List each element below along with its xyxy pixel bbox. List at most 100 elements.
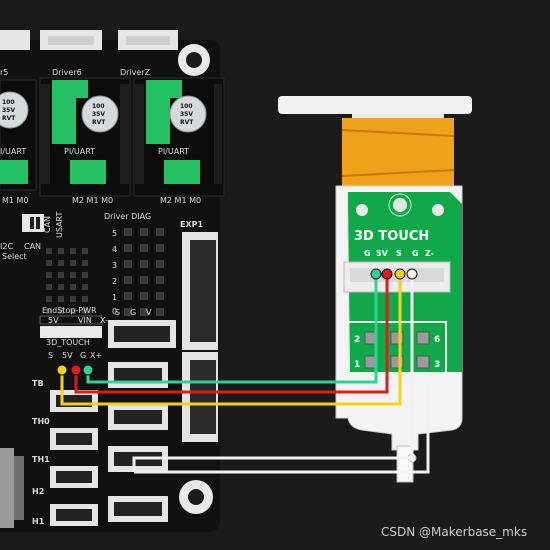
svg-text:RVT: RVT <box>92 119 106 126</box>
spi-uart-label-5: I/UART <box>0 147 26 156</box>
capacitor-mid: 100 35V RVT <box>81 95 119 133</box>
mounting-hole-top <box>178 44 210 76</box>
svg-text:5: 5 <box>112 229 117 238</box>
header-pin <box>70 308 76 314</box>
svg-text:2: 2 <box>112 277 117 286</box>
h2-label: H2 <box>32 487 44 496</box>
pad-number-3: 3 <box>434 360 440 370</box>
touch-pin-s-label: S <box>48 351 53 360</box>
pin-label-left: M1 M0 <box>2 196 29 205</box>
endstop-pwr-label: EndStop-PWR <box>42 306 97 315</box>
diag-pin <box>124 276 132 284</box>
diag-pin <box>156 228 164 236</box>
driver6-label: Driver6 <box>52 68 82 77</box>
endstop-connectors <box>108 320 176 522</box>
diag-pin <box>124 292 132 300</box>
svg-text:RVT: RVT <box>2 115 16 122</box>
diag-pin <box>140 292 148 300</box>
header-pin <box>46 260 52 266</box>
pin-label-right: M2 M1 M0 <box>160 196 201 205</box>
header-pin <box>46 284 52 290</box>
svg-text:3: 3 <box>112 261 117 270</box>
diag-pin <box>156 260 164 268</box>
driver-slot-z <box>133 77 225 197</box>
mode-select-area: I2C CAN Select CAN USART <box>0 211 64 261</box>
wire-white-2 <box>134 380 430 474</box>
mode-usart-label: USART <box>55 211 64 238</box>
capacitor-right: 100 35V RVT <box>169 95 207 133</box>
mode-can-right-label: CAN <box>43 216 52 233</box>
dot-yellow-probe <box>394 268 406 280</box>
h1-label: H1 <box>32 517 45 526</box>
pad-number-6: 6 <box>434 335 440 345</box>
svg-text:4: 4 <box>112 245 117 254</box>
exp1-label: EXP1 <box>180 220 203 229</box>
header-pin <box>46 248 52 254</box>
header-pin <box>58 272 64 278</box>
probe-pin-z: Z- <box>425 249 434 258</box>
driver5-label: r5 <box>0 68 8 77</box>
header-pin <box>46 308 52 314</box>
svg-text:100: 100 <box>92 103 105 110</box>
probe-pin-5v: 5V <box>376 249 389 258</box>
diag-pin <box>156 308 164 316</box>
svg-text:RVT: RVT <box>180 119 194 126</box>
diag-pin <box>124 308 132 316</box>
five-volt-label: 5V <box>48 316 59 325</box>
exp1-connector <box>182 232 218 442</box>
header-pin <box>58 248 64 254</box>
svg-text:100: 100 <box>2 99 15 106</box>
watermark: CSDN @Makerbase_mks <box>381 525 527 539</box>
header-pin <box>58 296 64 302</box>
diag-pin <box>140 228 148 236</box>
header-pin <box>70 272 76 278</box>
header-pin <box>82 248 88 254</box>
header-pin <box>70 284 76 290</box>
touch-pin-g-label: G <box>80 351 86 360</box>
probe-title: 3D TOUCH <box>354 229 429 244</box>
thermistor-connectors <box>50 390 98 526</box>
select-label: Select <box>2 252 27 261</box>
header-pin <box>82 272 88 278</box>
header-pin <box>46 272 52 278</box>
driver-diag-label: Driver DIAG <box>104 212 151 221</box>
pin-label-mid: M2 M1 M0 <box>72 196 113 205</box>
svg-text:0: 0 <box>112 307 117 316</box>
dot-red-board <box>70 364 82 376</box>
header-pin <box>58 308 64 314</box>
diag-pin <box>124 260 132 268</box>
header-pin <box>70 260 76 266</box>
dot-green-board <box>82 364 94 376</box>
header-pin <box>82 260 88 266</box>
driverz-label: DriverZ <box>120 68 151 77</box>
sgv-s-label: S <box>115 308 120 317</box>
diag-pin <box>140 244 148 252</box>
dot-red-probe <box>381 268 393 280</box>
probe-pin-s: S <box>396 249 402 258</box>
driver-slot-6 <box>39 77 131 197</box>
header-pin <box>70 296 76 302</box>
diag-pin <box>156 276 164 284</box>
th0-label: TH0 <box>32 417 50 426</box>
pin-header-grid <box>46 228 164 316</box>
mode-can-left-label: CAN <box>24 242 41 251</box>
sgv-v-label: V <box>146 308 152 317</box>
svg-text:1: 1 <box>112 293 117 302</box>
header-pin <box>46 296 52 302</box>
wire-green <box>86 276 378 384</box>
x-plus-label: X+ <box>90 351 102 360</box>
spi-uart-label-z: PI/UART <box>158 147 189 156</box>
wire-terminals <box>56 268 418 376</box>
svg-text:100: 100 <box>180 103 193 110</box>
capacitor-left: 100 35V RVT <box>0 91 29 129</box>
header-pin <box>58 260 64 266</box>
diag-pin <box>140 308 148 316</box>
dot-white-probe <box>406 268 418 280</box>
mainboard: r5 Driver6 DriverZ 100 35V <box>0 30 225 532</box>
wires <box>60 276 430 474</box>
pad-number-1: 1 <box>354 360 360 370</box>
dot-yellow-board <box>56 364 68 376</box>
touch-connector-label: 3D_TOUCH <box>46 338 90 347</box>
